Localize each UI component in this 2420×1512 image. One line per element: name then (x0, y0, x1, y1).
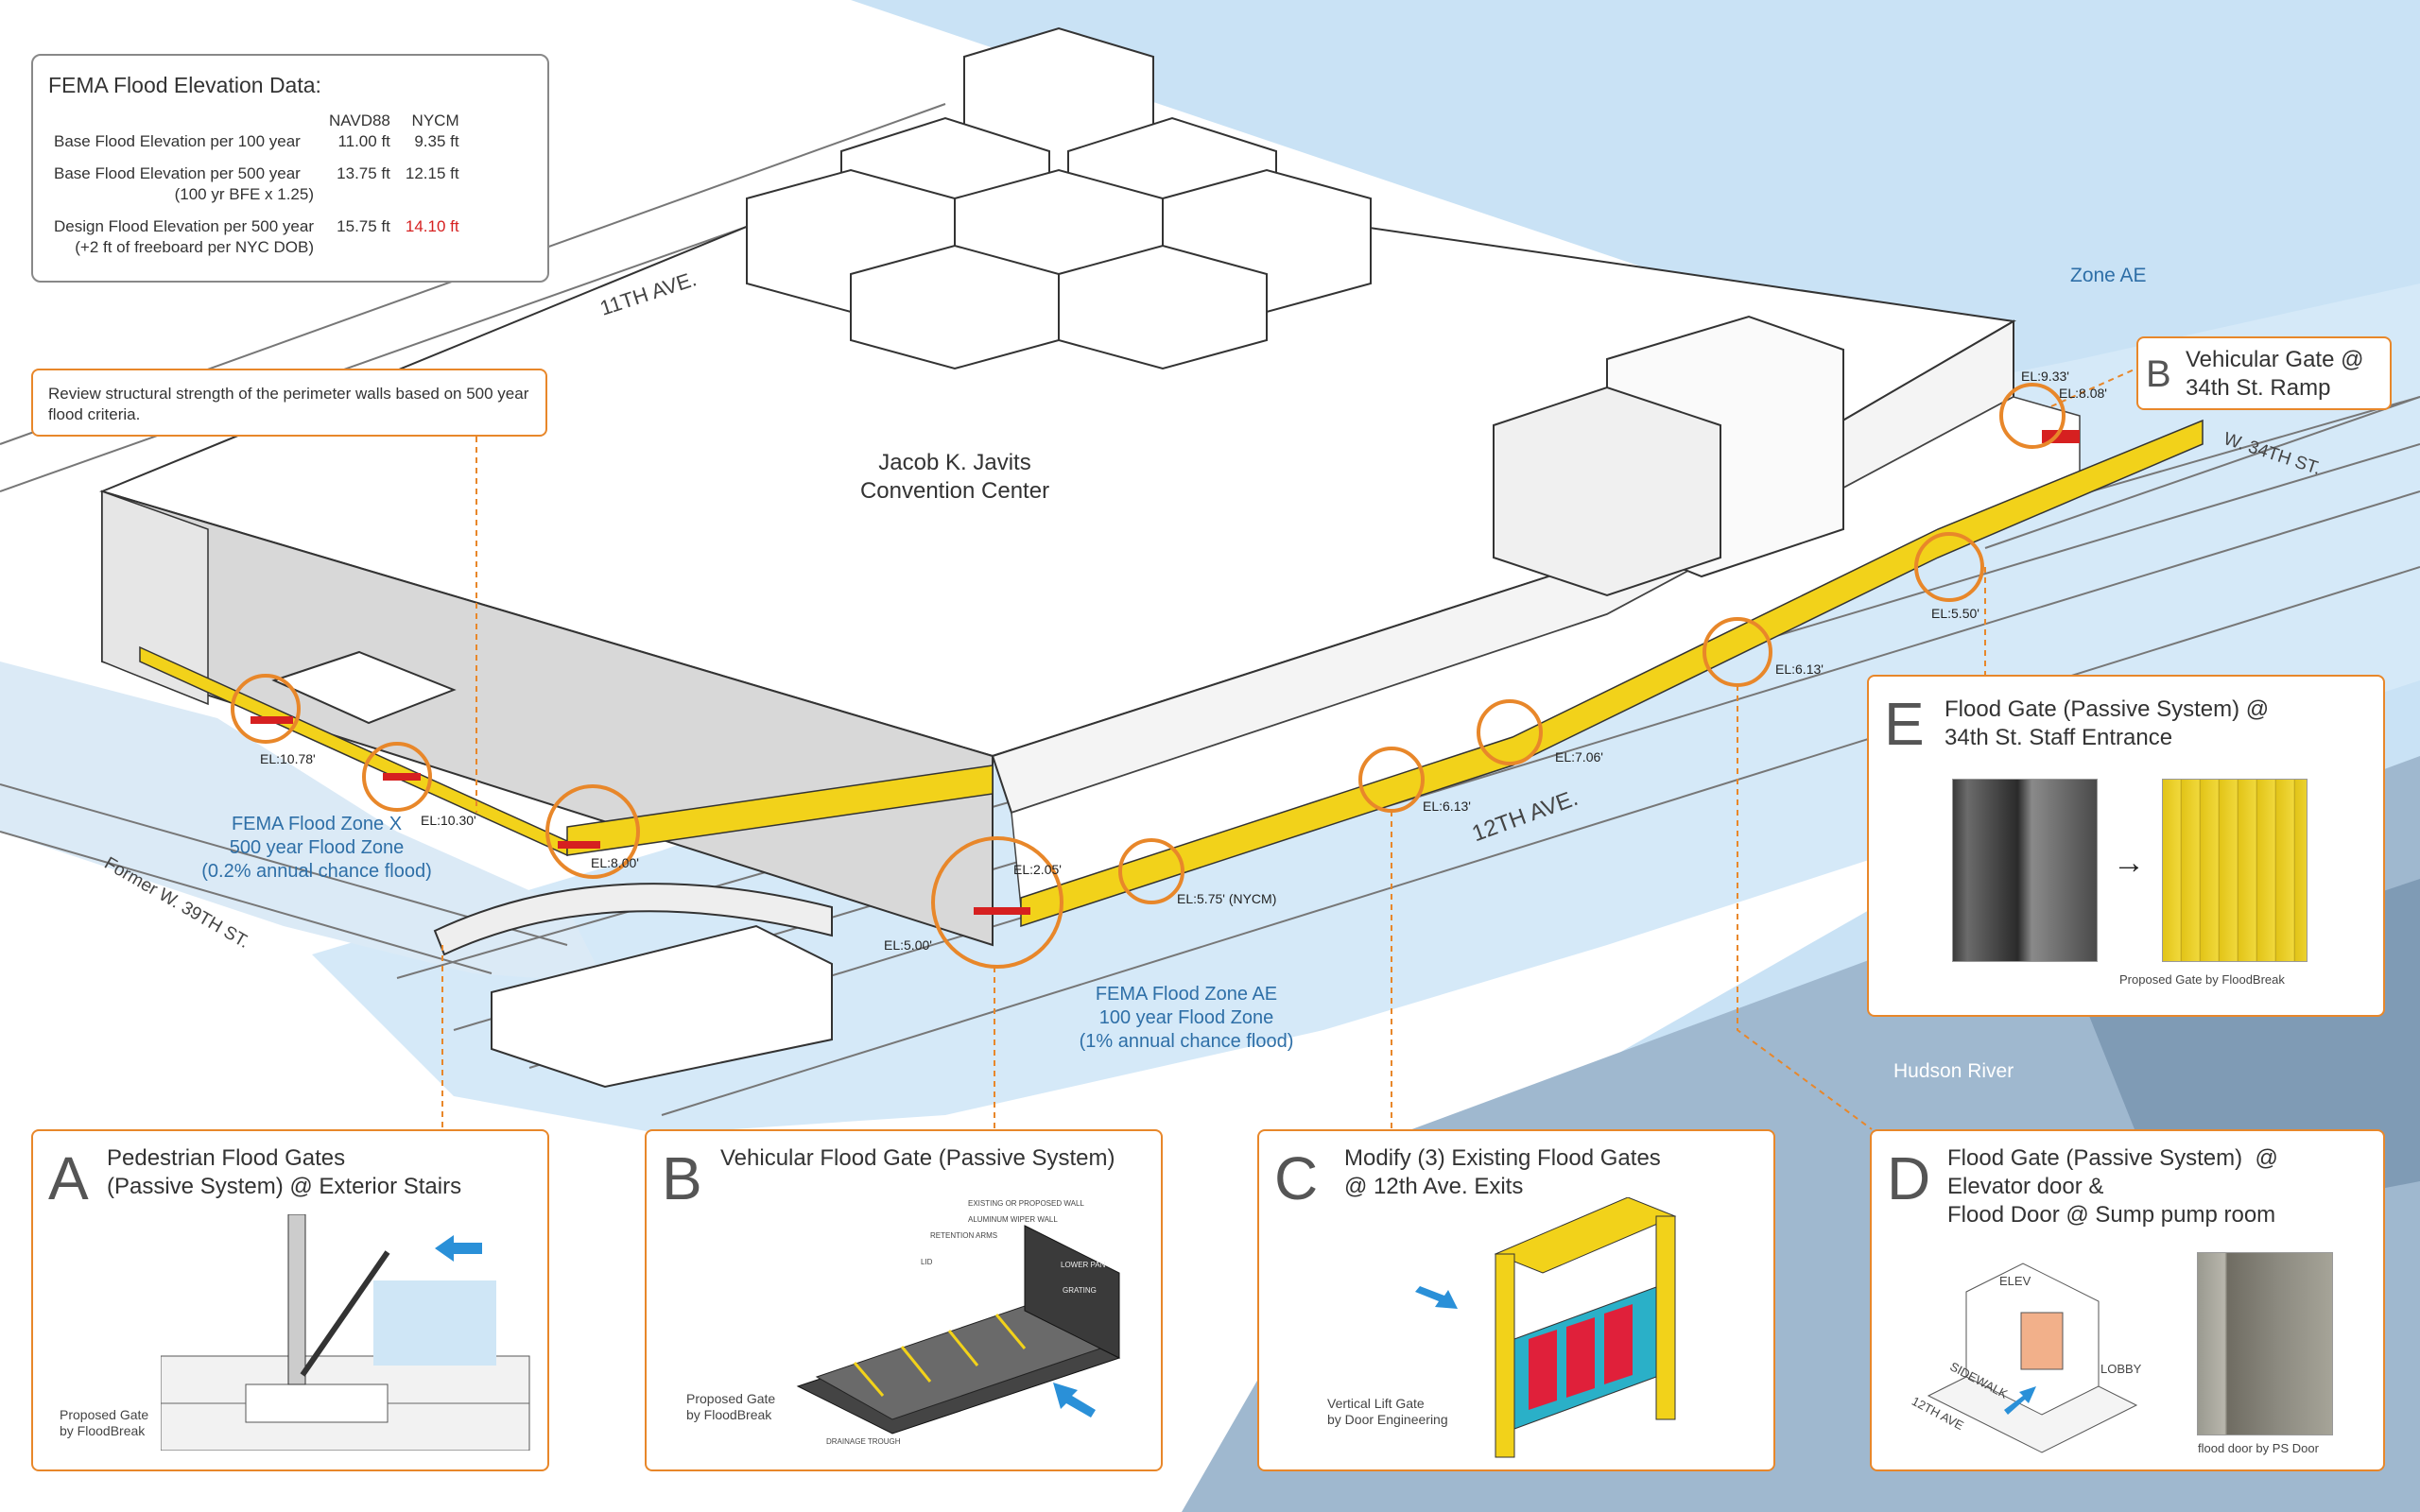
part-label: RETENTION ARMS (930, 1231, 998, 1240)
callout-letter: E (1884, 690, 1925, 758)
part-label: LOWER PAN (1061, 1261, 1106, 1269)
elevation-label: EL:2.05' (1013, 862, 1062, 877)
callout-title: Pedestrian Flood Gates (Passive System) … (107, 1145, 462, 1199)
nycm-value: 14.10 ft (405, 217, 459, 235)
vehicular-ramp (433, 883, 833, 956)
elevation-label: EL:9.33' (2021, 369, 2069, 384)
callout-letter: C (1274, 1144, 1319, 1212)
part-label: EXISTING OR PROPOSED WALL (968, 1199, 1084, 1208)
elevation-label: EL:6.13' (1423, 799, 1471, 814)
fema-elevation-table: FEMA Flood Elevation Data: NAVD88 NYCM Ba… (31, 54, 549, 283)
fema-table-grid: NAVD88 NYCM Base Flood Elevation per 100 … (46, 111, 467, 258)
elevation-label: EL:8.08' (2059, 386, 2107, 401)
callout-caption: Vertical Lift Gate by Door Engineering (1327, 1396, 1448, 1427)
callout-letter: B (2146, 353, 2171, 395)
river-label: Hudson River (1893, 1060, 2014, 1082)
navd88-value: 13.75 ft (337, 164, 390, 182)
flood-door-photo (2197, 1252, 2333, 1435)
part-label: GRATING (1063, 1286, 1097, 1295)
callout-b-ramp-gate: B Vehicular Gate @ 34th St. Ramp (2136, 336, 2392, 410)
navd88-value: 15.75 ft (337, 217, 390, 235)
flood-zone-x-shading (0, 662, 605, 983)
elevation-label: EL:8.00' (591, 855, 639, 870)
flow-arrow-icon (2004, 1386, 2036, 1415)
nycm-value: 12.15 ft (405, 164, 459, 182)
elevation-label: EL:7.06' (1555, 749, 1603, 765)
elevation-label: EL:6.13' (1775, 662, 1824, 677)
elevation-label: EL:10.78' (260, 751, 316, 766)
part-label: DRAINAGE TROUGH (826, 1437, 901, 1446)
callout-caption: flood door by PS Door (2198, 1441, 2319, 1455)
table-row: Design Flood Elevation per 500 year 15.75… (46, 216, 467, 237)
callout-caption: Proposed Gate by FloodBreak (2119, 972, 2285, 987)
vehicular-gate-drawing (796, 1225, 1121, 1435)
plan-label: LOBBY (2100, 1362, 2142, 1376)
callout-caption: Proposed Gate by FloodBreak (686, 1391, 776, 1422)
flow-arrow-icon (1415, 1286, 1458, 1309)
navd88-value: 11.00 ft (337, 132, 390, 150)
roof-pyramid-cluster (746, 26, 1372, 370)
callout-letter: A (48, 1144, 89, 1212)
row-label: Base Flood Elevation per 500 year (54, 164, 301, 182)
arrow-icon: → (2113, 845, 2145, 881)
row-label: Base Flood Elevation per 100 year (54, 132, 301, 150)
callout-a-pedestrian-gates: A Pedestrian Flood Gates (Passive System… (31, 1129, 549, 1471)
zone-ae-label: Zone AE (2070, 265, 2147, 286)
existing-door-photo (1952, 779, 2098, 962)
elevation-label: EL:5.75' (NYCM) (1177, 891, 1277, 906)
elevation-label: EL:5.50' (1931, 606, 1979, 621)
nycm-value: 9.35 ft (414, 132, 459, 150)
elevation-label: EL:5.00' (884, 937, 932, 953)
row-label: Design Flood Elevation per 500 year (54, 217, 314, 235)
callout-c-existing-gates: C Modify (3) Existing Flood Gates @ 12th… (1257, 1129, 1775, 1471)
part-label: LID (921, 1258, 933, 1266)
callout-title: Vehicular Flood Gate (Passive System) (720, 1145, 1115, 1171)
plan-label: ELEV (1999, 1274, 2031, 1288)
callout-title: Flood Gate (Passive System) @ 34th St. S… (1945, 696, 2270, 750)
flood-zone-x-label: FEMA Flood Zone X 500 year Flood Zone (0… (201, 814, 432, 882)
structural-review-note: Review structural strength of the perime… (31, 369, 547, 437)
callout-letter: B (662, 1144, 702, 1212)
row-sublabel: (+2 ft of freeboard per NYC DOB) (75, 238, 314, 256)
col-header-navd88: NAVD88 (329, 112, 390, 129)
flow-arrow-icon (1053, 1383, 1096, 1418)
callout-circles (231, 383, 2066, 969)
callout-d-elevator-door: D Flood Gate (Passive System) @ Elevator… (1870, 1129, 2385, 1471)
glass-curtain-wall (101, 490, 209, 706)
elevation-label: EL:10.30' (421, 813, 476, 828)
vertical-lift-gate-drawing (1415, 1197, 1677, 1458)
callout-e-staff-entrance: E Flood Gate (Passive System) @ 34th St.… (1867, 675, 2385, 1017)
part-label: ALUMINUM WIPER WALL (968, 1215, 1058, 1224)
flow-arrow-icon (435, 1235, 482, 1262)
callout-title: Vehicular Gate @ 34th St. Ramp (2186, 347, 2364, 401)
callout-caption: Proposed Gate by FloodBreak (60, 1407, 149, 1438)
east-annex (1493, 386, 1721, 597)
proposed-gate-photo (2162, 779, 2308, 962)
callout-letter: D (1887, 1144, 1931, 1212)
row-sublabel: (100 yr BFE x 1.25) (174, 185, 314, 203)
table-row: Base Flood Elevation per 100 year 11.00 f… (46, 131, 467, 152)
callout-title: Flood Gate (Passive System) @ Elevator d… (1947, 1145, 2278, 1228)
elevator-plan-drawing (1927, 1263, 2138, 1453)
flood-zone-ae-label: FEMA Flood Zone AE 100 year Flood Zone (… (1079, 984, 1294, 1052)
callout-b-vehicular-gate: B Vehicular Flood Gate (Passive System) … (645, 1129, 1163, 1471)
table-row: Base Flood Elevation per 500 year 13.75 f… (46, 163, 467, 184)
parking-lot (491, 924, 833, 1089)
col-header-nycm: NYCM (411, 112, 459, 129)
entry-pavilion (271, 650, 457, 725)
pedestrian-gate-section-drawing (161, 1214, 530, 1451)
fema-table-title: FEMA Flood Elevation Data: (48, 73, 321, 97)
building-label: Jacob K. Javits Convention Center (859, 450, 1050, 504)
callout-title: Modify (3) Existing Flood Gates @ 12th A… (1344, 1145, 1661, 1199)
leader-lines (441, 368, 2137, 1130)
flood-walls (139, 419, 2204, 928)
